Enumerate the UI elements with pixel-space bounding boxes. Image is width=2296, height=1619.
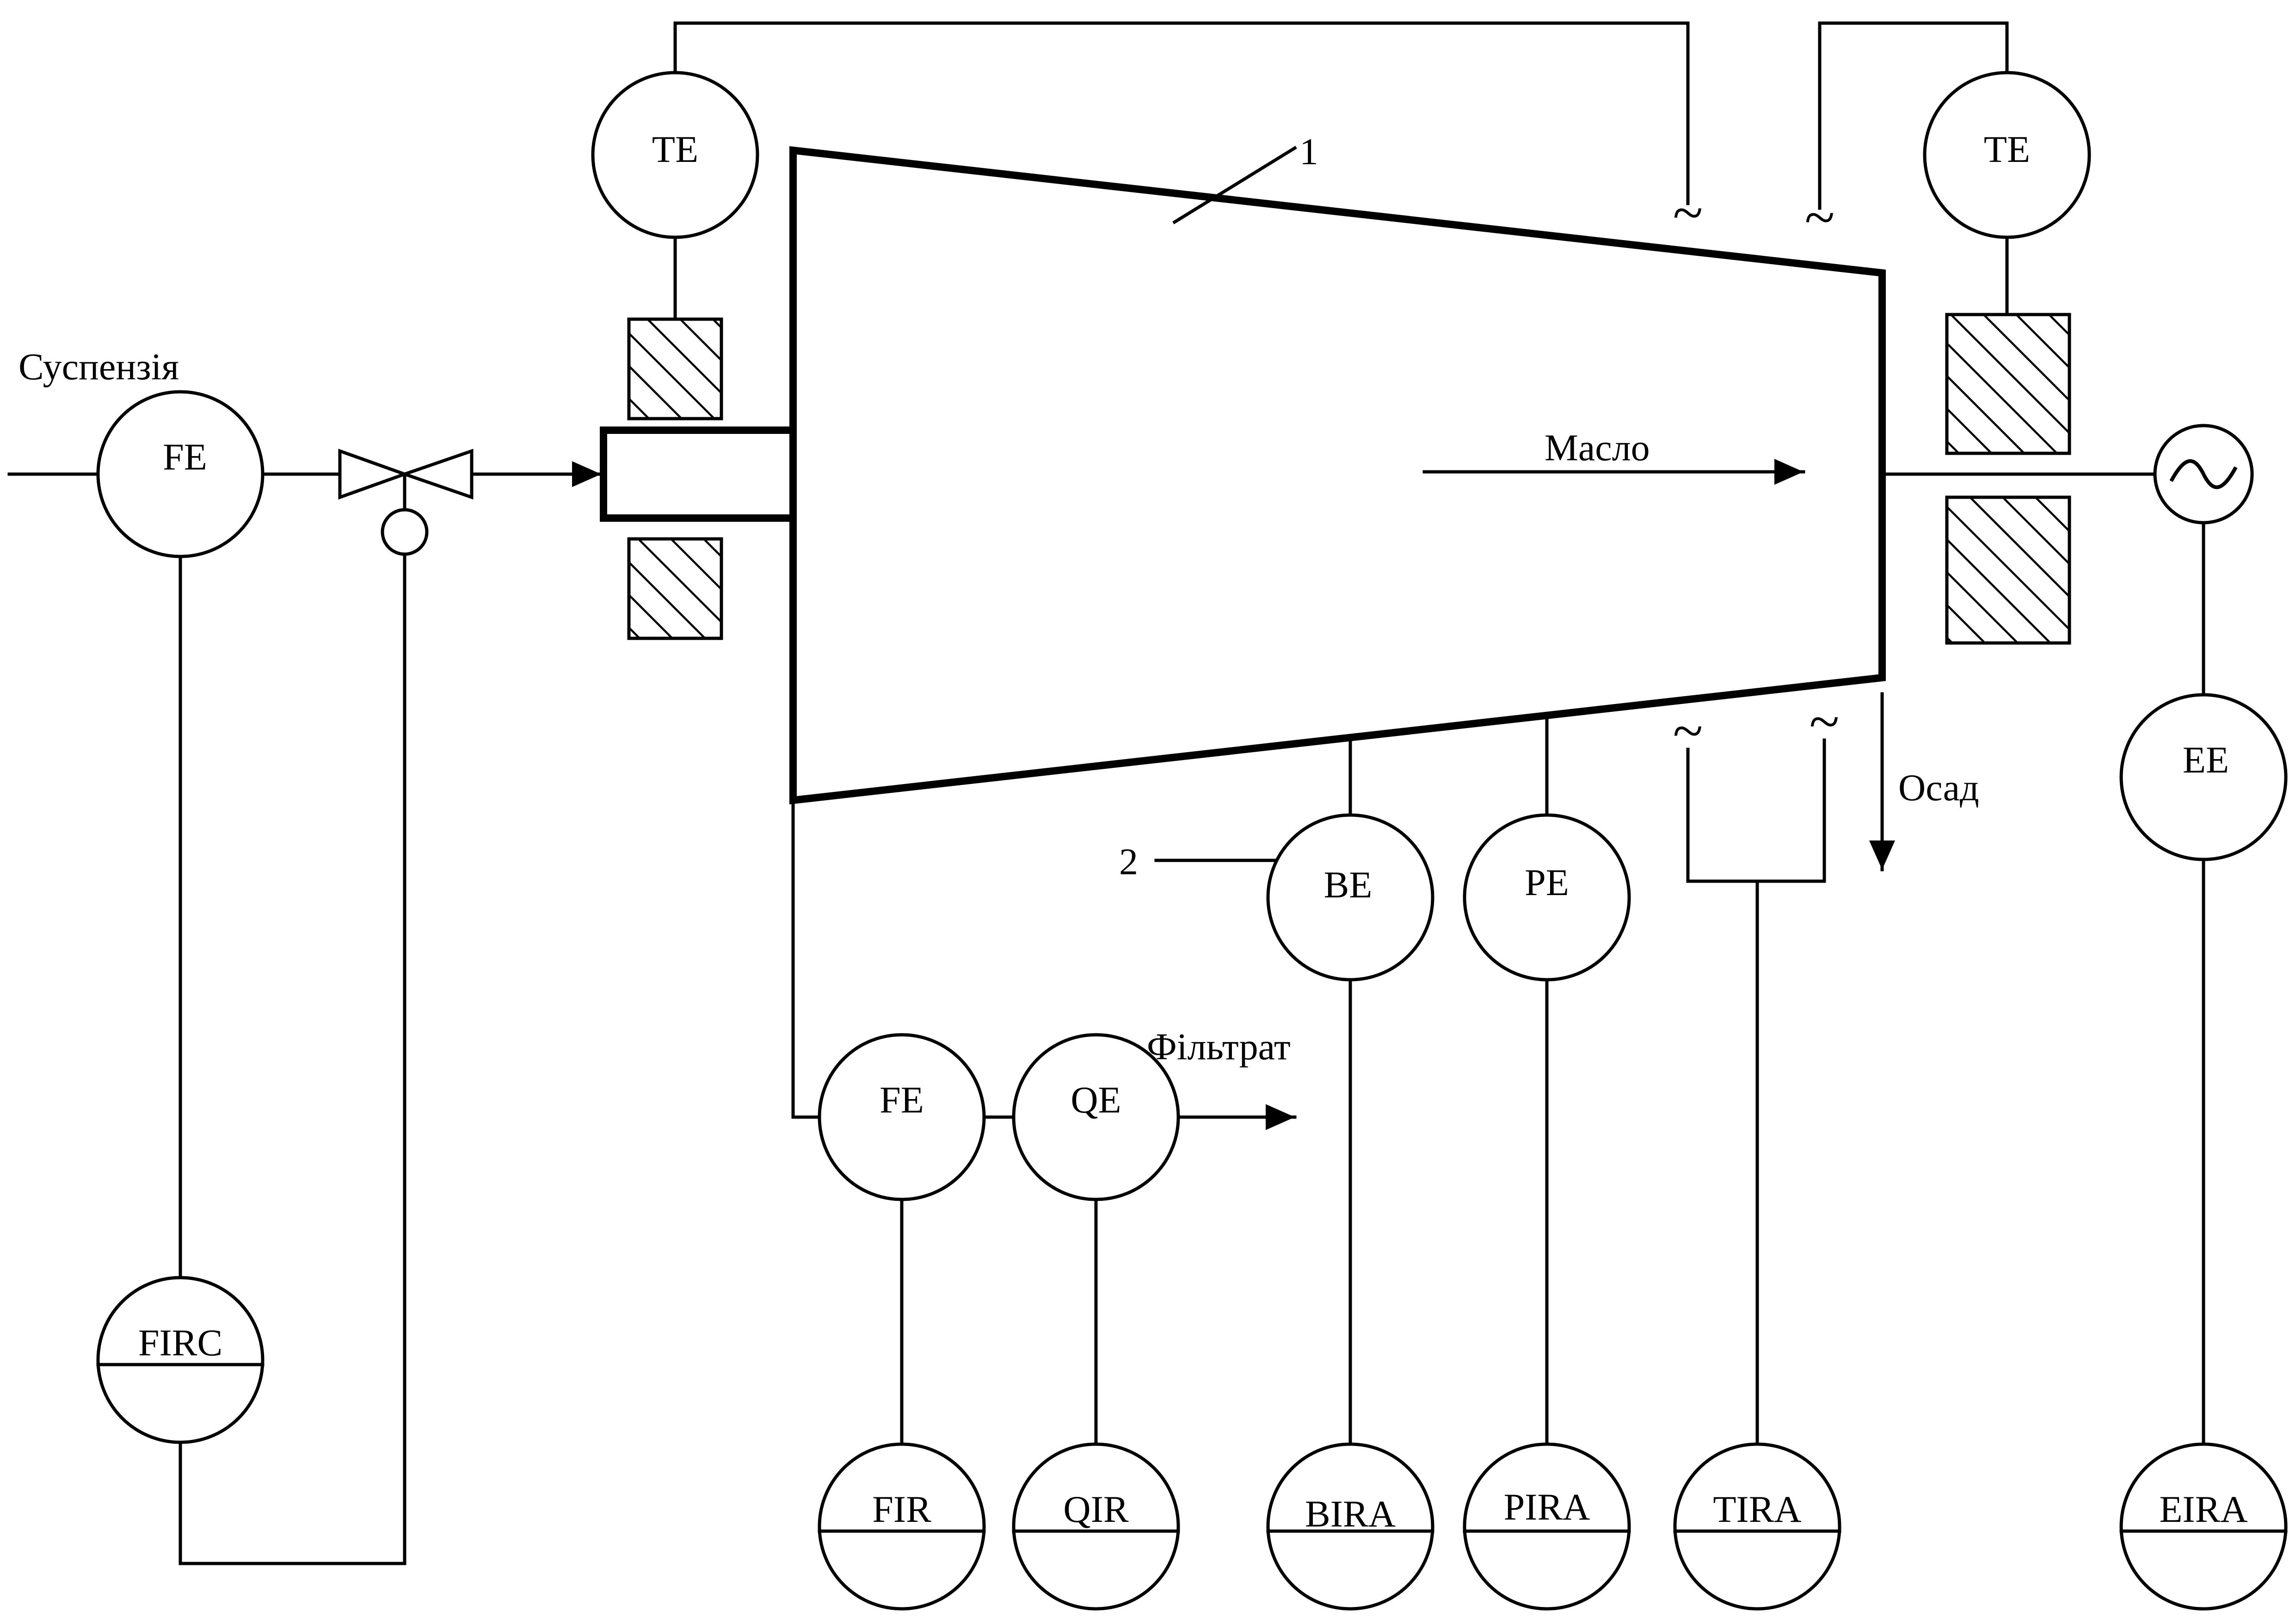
- te-right-label: TE: [1984, 128, 2030, 170]
- tilde-bottom-right: ~: [1810, 691, 1840, 752]
- indicator-eira: EIRA: [2119, 1442, 2288, 1611]
- sensor-fe-filtrate: FE: [818, 1033, 986, 1201]
- fe-inlet-label: FE: [163, 436, 207, 478]
- bearing-left-upper: [627, 317, 723, 420]
- tilde-bottom-left: ~: [1673, 700, 1703, 761]
- inlet-nozzle: [600, 426, 797, 522]
- indicator-firc: FIRC: [96, 1276, 265, 1444]
- tira-label: TIRA: [1713, 1488, 1801, 1530]
- bearing-right-upper: [1945, 313, 2071, 455]
- indicator-tira: TIRA: [1673, 1442, 1841, 1611]
- sensor-te-right: TE: [1923, 71, 2091, 239]
- sensor-ee: EE: [2119, 693, 2288, 861]
- sediment-label: Осад: [1898, 766, 1979, 809]
- sensor-fe-inlet: FE: [96, 390, 265, 558]
- pira-label: PIRA: [1504, 1486, 1590, 1528]
- suspension-label: Суспензія: [18, 346, 179, 388]
- tilde-top-right: ~: [1805, 186, 1835, 248]
- alternating-current-icon: [2153, 424, 2254, 525]
- connection-lines: [7, 21, 2205, 1565]
- control-valve: [338, 449, 474, 556]
- qir-label: QIR: [1063, 1488, 1129, 1530]
- firc-label: FIRC: [138, 1322, 222, 1364]
- oil-label: Масло: [1545, 426, 1650, 469]
- tilde-top-left: ~: [1673, 182, 1703, 243]
- indicator-qir: QIR: [1012, 1442, 1180, 1611]
- fir-label: FIR: [872, 1488, 931, 1530]
- centrifuge-rotor: [789, 146, 1886, 804]
- bearing-left-lower: [627, 537, 723, 640]
- filtrate-label: Фільтрат: [1147, 1026, 1291, 1068]
- ref-2-label: 2: [1119, 840, 1138, 883]
- te-left-label: TE: [652, 128, 698, 170]
- pe-label: PE: [1525, 861, 1569, 903]
- be-label: BE: [1324, 864, 1373, 906]
- ee-label: EE: [2183, 739, 2229, 781]
- bearing-right-lower: [1945, 495, 2071, 645]
- indicator-fir: FIR: [818, 1442, 986, 1611]
- sensor-qe: QE: [1012, 1033, 1180, 1201]
- sensor-pe: PE: [1463, 813, 1631, 982]
- indicator-pira: PIRA: [1463, 1442, 1631, 1611]
- indicator-bira: BIRA: [1266, 1442, 1434, 1611]
- bira-label: BIRA: [1305, 1493, 1396, 1535]
- qe-label: QE: [1071, 1079, 1121, 1121]
- ref-1-label: 1: [1299, 130, 1318, 173]
- sensor-te-left: TE: [591, 71, 759, 239]
- sensor-be: BE: [1266, 813, 1434, 982]
- fe-filtrate-label: FE: [880, 1079, 924, 1121]
- eira-label: EIRA: [2159, 1488, 2247, 1530]
